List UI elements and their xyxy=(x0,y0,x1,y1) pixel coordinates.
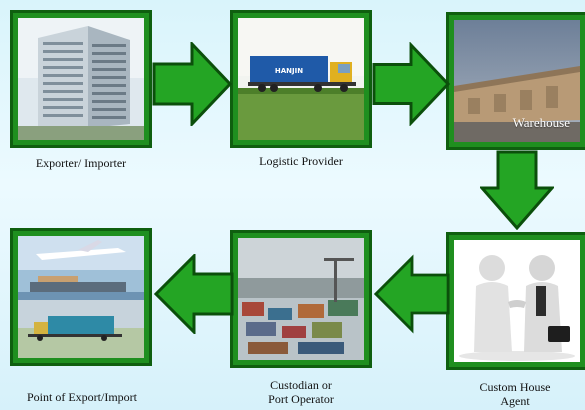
arrow-down xyxy=(480,150,554,230)
agent-label-line1: Custom House xyxy=(479,380,551,394)
truck-brand-text: HANJIN xyxy=(275,67,303,75)
arrow-right-2 xyxy=(372,42,450,126)
office-building-image xyxy=(18,18,144,140)
truck-image: HANJIN xyxy=(238,18,364,140)
arrow-left-2 xyxy=(154,254,234,334)
logistic-provider-node: HANJIN xyxy=(230,10,372,148)
custodian-port-operator-label: Custodian or Port Operator xyxy=(230,378,372,406)
arrow-right-1 xyxy=(152,42,232,126)
point-of-export-import-node xyxy=(10,228,152,366)
port-containers-image xyxy=(238,238,364,360)
custodian-label-line1: Custodian or xyxy=(270,378,332,392)
arrow-left-1 xyxy=(374,254,450,334)
warehouse-caption: Warehouse xyxy=(512,115,570,130)
exporter-importer-label: Exporter/ Importer xyxy=(35,156,127,170)
transport-collage-image xyxy=(18,236,144,358)
custodian-port-operator-node xyxy=(230,230,372,368)
custom-house-agent-label: Custom House Agent xyxy=(446,380,584,408)
handshake-image xyxy=(454,240,580,362)
exporter-importer-node xyxy=(10,10,152,148)
warehouse-node: Warehouse xyxy=(446,12,585,150)
warehouse-image: Warehouse xyxy=(454,20,580,142)
custodian-label-line2: Port Operator xyxy=(268,392,334,406)
point-of-export-import-label: Point of Export/Import xyxy=(27,390,137,404)
agent-label-line2: Agent xyxy=(500,394,530,408)
custom-house-agent-node xyxy=(446,232,585,370)
logistic-provider-label: Logistic Provider xyxy=(259,154,343,168)
